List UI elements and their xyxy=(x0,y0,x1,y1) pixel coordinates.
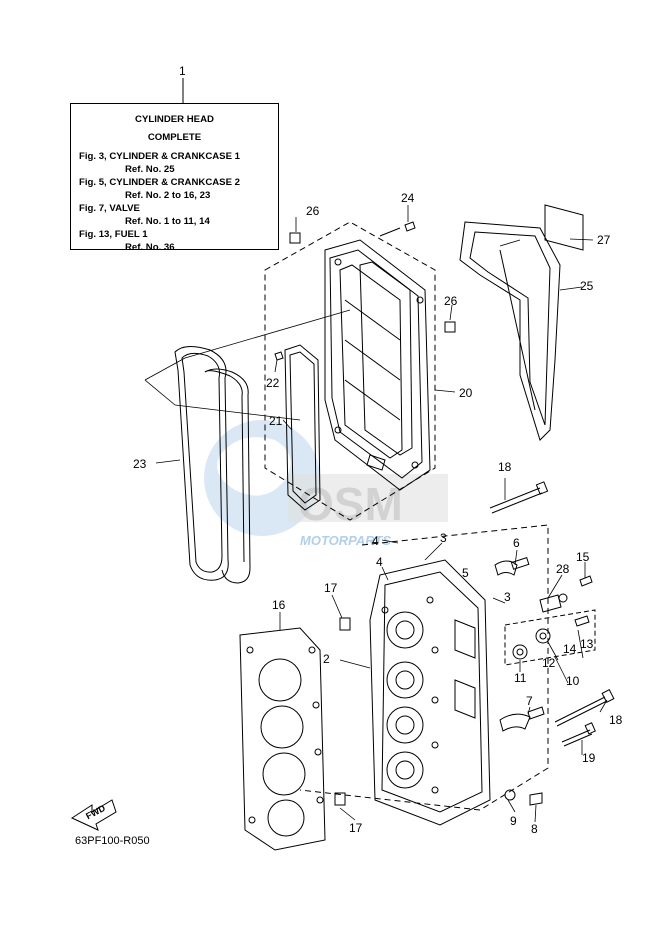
callout-9: 9 xyxy=(510,814,517,828)
head-assembly-outline xyxy=(299,524,549,811)
callout-12: 12 xyxy=(542,656,556,670)
dowel-pin-upper xyxy=(339,617,351,631)
head-rubber-gasket xyxy=(174,346,229,581)
callout-5: 5 xyxy=(462,566,469,580)
callout-11: 11 xyxy=(514,671,527,685)
ref-fig-line: Fig. 3, CYLINDER & CRANKCASE 1 xyxy=(79,151,240,162)
callout-22: 22 xyxy=(266,376,280,390)
reference-box: CYLINDER HEAD COMPLETE Fig. 3, CYLINDER … xyxy=(70,103,279,253)
callout-1: 1 xyxy=(179,64,186,78)
ref-subtitle: COMPLETE xyxy=(147,132,202,143)
callout-26-right: 26 xyxy=(444,294,458,308)
callout-10: 10 xyxy=(566,674,580,688)
leader-lines xyxy=(144,205,608,823)
diagram-code: 63PF100-R050 xyxy=(75,835,150,847)
callout-7: 7 xyxy=(526,694,533,708)
label-plate xyxy=(544,204,584,251)
cover-gasket xyxy=(284,344,321,511)
grommet-26-left xyxy=(289,232,301,244)
callout-19: 19 xyxy=(582,751,596,765)
ref-fig-line: Fig. 13, FUEL 1 xyxy=(79,229,148,240)
thermostat-group-outline xyxy=(504,609,596,666)
callout-27: 27 xyxy=(597,233,611,247)
cylinder-head xyxy=(369,559,491,826)
callout-6: 6 xyxy=(513,536,520,550)
grommet-26-right xyxy=(444,321,456,333)
callout-26-left: 26 xyxy=(306,204,320,218)
ref-no-line: Ref. No. 2 to 16, 23 xyxy=(125,190,211,201)
head-gasket xyxy=(239,627,326,851)
ref-title: CYLINDER HEAD xyxy=(135,114,214,125)
fwd-arrow-icon xyxy=(70,799,117,831)
callout-25: 25 xyxy=(580,279,594,293)
ref-no-line: Ref. No. 36 xyxy=(125,242,175,253)
callout-17-upper: 17 xyxy=(324,581,338,595)
callout-3-lower: 3 xyxy=(504,590,511,604)
callout-17-lower: 17 xyxy=(349,821,363,835)
callout-13: 13 xyxy=(580,637,594,651)
ref-no-line: Ref. No. 25 xyxy=(125,164,175,175)
callout-3-upper: 3 xyxy=(440,531,447,545)
callout-21: 21 xyxy=(269,414,283,428)
callout-4-upper: 4 xyxy=(372,534,379,548)
bolt-long-right xyxy=(554,689,615,727)
ref-no-line: Ref. No. 1 to 11, 14 xyxy=(125,216,210,227)
thermostat-parts xyxy=(494,557,593,806)
callout-2: 2 xyxy=(323,652,330,666)
callout-20: 20 xyxy=(459,386,473,400)
ref-fig-line: Fig. 5, CYLINDER & CRANKCASE 2 xyxy=(79,177,240,188)
exhaust-cover xyxy=(459,221,561,441)
cylinder-head-cover xyxy=(324,239,431,491)
screw-22 xyxy=(274,351,284,361)
callout-24: 24 xyxy=(401,191,415,205)
bolt-short-right xyxy=(561,722,596,747)
callout-14: 14 xyxy=(563,642,577,656)
cover-assembly-outline xyxy=(264,221,436,521)
watermark-sub: MOTORPARTS xyxy=(300,533,391,548)
dowel-pin-lower xyxy=(334,792,346,806)
callout-18-right: 18 xyxy=(609,713,623,727)
callout-15: 15 xyxy=(576,550,590,564)
watermark xyxy=(204,420,448,536)
bolt-long-upper xyxy=(489,481,549,514)
callout-4-lower: 4 xyxy=(376,555,383,569)
callout-28: 28 xyxy=(556,562,570,576)
bolt-24 xyxy=(379,221,416,237)
callout-23: 23 xyxy=(133,457,147,471)
callout-16: 16 xyxy=(272,598,286,612)
callout-8: 8 xyxy=(531,822,538,836)
ref-fig-line: Fig. 7, VALVE xyxy=(79,203,140,214)
callout-18-upper: 18 xyxy=(498,460,512,474)
